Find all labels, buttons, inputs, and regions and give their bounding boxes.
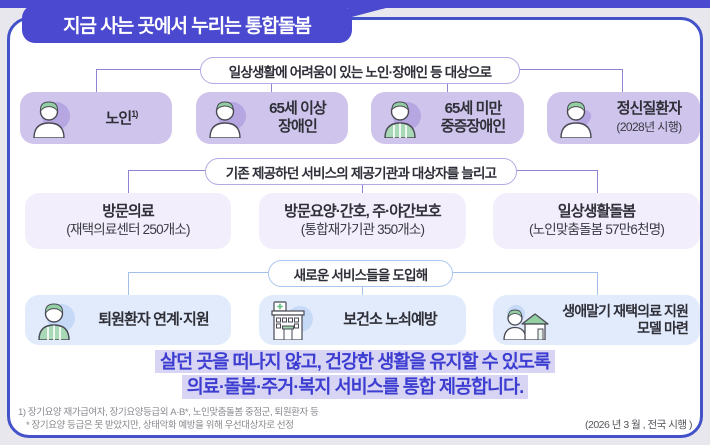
footnote-marker: 1) [131, 108, 138, 119]
target-card-mental-illness: 정신질환자(2028년 시행) [547, 92, 700, 144]
footnote-2: * 장기요양 등급은 못 받았지만, 상태악화 예방을 위해 우선대상자로 선정 [26, 420, 294, 432]
connector-line [128, 170, 205, 171]
implementation-schedule: (2026 년 3 월 , 전국 시행 ) [585, 417, 693, 432]
elderly-woman-icon [29, 98, 71, 138]
implementation-schedule-label: (2026 년 3 월 , 전국 시행 ) [585, 419, 693, 431]
connector-line [128, 272, 268, 273]
summary-message-line1: 살던 곳을 떠나지 않고, 건강한 생활을 유지할 수 있도록 [155, 350, 555, 374]
connector-line [520, 69, 622, 70]
discharged-patient-icon [34, 300, 76, 340]
section1-header-pill: 일상생활에 어려움이 있는 노인·장애인 등 대상으로 [200, 57, 520, 84]
section2-header-pill: 기존 제공하던 서비스의 제공기관과 대상자를 늘리고 [205, 158, 517, 185]
connector-line [597, 272, 598, 295]
connector-line [447, 84, 448, 93]
connector-line [622, 69, 623, 92]
section2-header-label: 기존 제공하던 서비스의 제공기관과 대상자를 늘리고 [225, 165, 497, 181]
footnotes: 1) 장기요양 재가급여자, 장기요양등급외 A·B*, 노인맞춤돌봄 중점군,… [18, 406, 319, 433]
service-card-visiting-care: 방문요양·간호, 주·야간보호(통합재가기관 350개소) [259, 193, 466, 249]
connector-line [517, 170, 597, 171]
connector-line [362, 287, 363, 296]
service-card-label: 방문요양·간호, 주·야간보호(통합재가기관 350개소) [284, 203, 442, 237]
elderly-man-icon [205, 98, 247, 138]
service-card-label: 일상생활돌봄(노인맞춤돌봄 57만6천명) [528, 203, 665, 237]
connector-line [96, 69, 97, 92]
service-card-home-medical: 방문의료(재택의료센터 250개소) [25, 193, 231, 249]
section3-header-pill: 새로운 서비스들을 도입해 [268, 260, 453, 287]
page-title: 지금 사는 곳에서 누리는 통합돌봄 [22, 5, 352, 43]
summary-message: 살던 곳을 떠나지 않고, 건강한 생활을 유지할 수 있도록 의료·돌봄·주거… [0, 350, 710, 401]
new-service-card-discharge-support: 퇴원환자 연계·지원 [25, 295, 231, 345]
summary-message-line2: 의료·돌봄·주거·복지 서비스를 통합 제공합니다. [181, 375, 529, 399]
new-service-card-label: 퇴원환자 연계·지원 [98, 311, 209, 329]
target-card-label: 노인1) [105, 108, 138, 127]
end-of-life-home-care-icon [502, 300, 550, 340]
section3-header-label: 새로운 서비스들을 도입해 [293, 267, 429, 283]
new-service-card-label: 보건소 노쇠예방 [343, 311, 437, 329]
footnote-1: 1) 장기요양 재가급여자, 장기요양등급외 A·B*, 노인맞춤돌봄 중점군,… [18, 407, 319, 418]
top-accent-band-notch [348, 8, 386, 18]
section1-header-label: 일상생활에 어려움이 있는 노인·장애인 등 대상으로 [228, 64, 492, 80]
connector-line [96, 69, 200, 70]
connector-line [128, 170, 129, 193]
disabled-person-icon [380, 98, 422, 138]
page-title-label: 지금 사는 곳에서 누리는 통합돌봄 [63, 15, 312, 37]
new-service-card-frailty-prevention: 보건소 노쇠예방 [259, 295, 466, 345]
service-card-daily-life-care: 일상생활돌봄(노인맞춤돌봄 57만6천명) [493, 193, 700, 249]
connector-line [128, 272, 129, 295]
target-card-senior: 노인1) [20, 92, 172, 144]
service-card-label: 방문의료(재택의료센터 250개소) [66, 203, 190, 237]
connector-line [271, 84, 272, 93]
connector-line [453, 272, 597, 273]
connector-line [597, 170, 598, 193]
mental-patient-icon [556, 98, 598, 138]
connector-line [362, 185, 363, 194]
target-card-label: 정신질환자(2028년 시행) [616, 100, 682, 134]
top-accent-band [0, 0, 710, 8]
health-center-icon [268, 300, 314, 340]
